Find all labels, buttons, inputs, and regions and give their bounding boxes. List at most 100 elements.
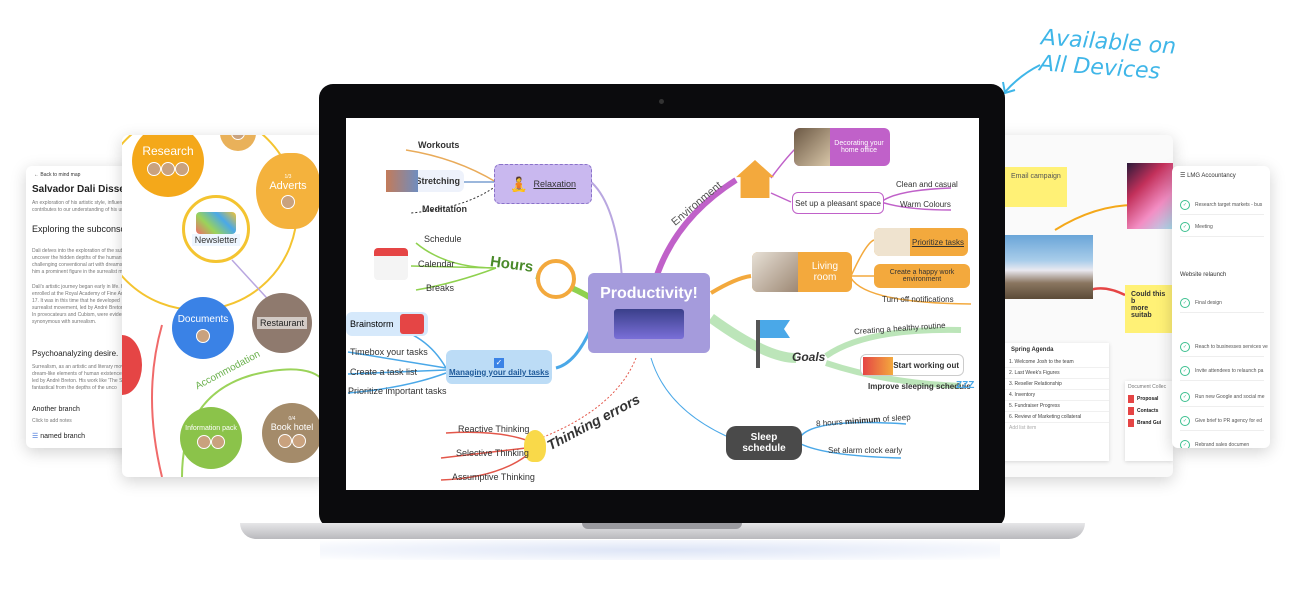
bubble-book-hotel[interactable]: 0/4 Book hotel bbox=[262, 403, 322, 463]
assumptive-node[interactable]: Assumptive Thinking bbox=[452, 472, 535, 482]
avatar bbox=[197, 434, 211, 449]
avatar bbox=[281, 194, 295, 209]
living-room-node[interactable]: Living room bbox=[752, 252, 852, 292]
managing-tasks-node[interactable]: ✓ Managing your daily tasks bbox=[446, 350, 552, 384]
task-item[interactable]: ✓Research target markets - bus bbox=[1180, 196, 1264, 215]
doc-p3d: fantastical from the depths of the unco bbox=[32, 385, 117, 391]
decorating-node[interactable]: Decorating your home office bbox=[794, 128, 890, 166]
pleasant-space-node[interactable]: Set up a pleasant space bbox=[792, 192, 884, 214]
agenda-add[interactable]: Add list item bbox=[1009, 425, 1037, 431]
agenda-item[interactable]: 3. Reseller Relationship bbox=[1003, 379, 1109, 390]
doc-p1d: him a prominent figure in the surrealist… bbox=[32, 269, 131, 275]
zzz-icon: ZZZ bbox=[956, 380, 975, 391]
task-check-icon[interactable]: ✓ bbox=[1180, 392, 1190, 402]
notifications-node[interactable]: Turn off notifications bbox=[882, 295, 954, 304]
stretching-node[interactable]: Stretching bbox=[386, 170, 464, 192]
task-check-icon[interactable]: ✓ bbox=[1180, 298, 1190, 308]
email-campaign-note[interactable]: Email campaign bbox=[1005, 167, 1067, 207]
breaks-node[interactable]: Breaks bbox=[426, 283, 455, 293]
task-item[interactable]: ✓ Final design bbox=[1180, 294, 1264, 313]
meditation-icon: 🧘 bbox=[510, 175, 528, 192]
selective-node[interactable]: Selective Thinking bbox=[456, 448, 529, 458]
sleep-label: Sleep schedule bbox=[742, 432, 786, 454]
bubble-top-small[interactable] bbox=[220, 135, 256, 151]
start-working-node[interactable]: Start working out bbox=[860, 354, 964, 376]
agenda-item[interactable]: 6. Review of Marketing collateral bbox=[1003, 412, 1109, 423]
improve-sleep-node[interactable]: Improve sleeping schedule bbox=[868, 382, 971, 391]
task-check-icon[interactable]: ✓ bbox=[1180, 416, 1190, 426]
section-website-relaunch[interactable]: Website relaunch bbox=[1180, 272, 1227, 278]
task-item[interactable]: ✓Run new Google and social me bbox=[1180, 388, 1265, 407]
clean-node[interactable]: Clean and casual bbox=[896, 180, 958, 189]
doc-intro-2: contributes to our understanding of his … bbox=[32, 207, 134, 213]
agenda-item[interactable]: 2. Last Week's Figures bbox=[1003, 368, 1109, 379]
calendar-node[interactable]: Calendar bbox=[418, 259, 455, 269]
doc-p2e: In provocateurs and Cubism, were evident bbox=[32, 312, 126, 318]
bubble-adverts[interactable]: 1/3 Adverts bbox=[256, 153, 320, 229]
central-label: Productivity! bbox=[600, 285, 698, 302]
warm-node[interactable]: Warm Colours bbox=[900, 200, 951, 209]
doc-title: Salvador Dali Dissert bbox=[32, 184, 133, 195]
bubble-restaurant[interactable]: Restaurant bbox=[252, 293, 312, 353]
agenda-item[interactable]: 5. Fundraiser Progress bbox=[1003, 401, 1109, 412]
info-pack-label: Information pack bbox=[185, 424, 237, 432]
task-check-icon[interactable]: ✓ bbox=[1180, 222, 1190, 232]
reactive-node[interactable]: Reactive Thinking bbox=[458, 424, 530, 434]
task-check-icon[interactable]: ✓ bbox=[1180, 366, 1190, 376]
newsletter-label: Newsletter bbox=[191, 234, 241, 246]
bubble-documents[interactable]: Documents bbox=[172, 297, 234, 359]
task-check-icon[interactable]: ✓ bbox=[1180, 200, 1190, 210]
avatar bbox=[292, 433, 306, 448]
document-item[interactable]: Proposal bbox=[1125, 393, 1173, 405]
book-hotel-label: Book hotel bbox=[270, 421, 314, 432]
prioritize-important-node[interactable]: Prioritize important tasks bbox=[348, 386, 447, 396]
suggestion-note[interactable]: Could this b more suitab bbox=[1125, 285, 1173, 333]
bubble-info-pack[interactable]: Information pack bbox=[180, 407, 242, 469]
avatar bbox=[147, 161, 161, 176]
workouts-node[interactable]: Workouts bbox=[418, 140, 460, 150]
brainstorm-node[interactable]: Brainstorm bbox=[346, 312, 428, 336]
agenda-item[interactable]: 1. Welcome Josh to the team bbox=[1003, 357, 1109, 368]
bubble-research[interactable]: Research bbox=[132, 135, 204, 197]
named-branch[interactable]: ☰ named branch bbox=[32, 432, 85, 440]
back-to-map-link[interactable]: ← Back to mind map bbox=[34, 172, 81, 178]
task-label: Rebrand sales documen bbox=[1195, 442, 1250, 448]
back-label: Back to mind map bbox=[40, 172, 81, 178]
task-check-icon[interactable]: ✓ bbox=[1180, 440, 1190, 448]
happy-env-node[interactable]: Create a happy work environment bbox=[874, 264, 970, 288]
task-item[interactable]: ✓Give brief to PR agency for ed bbox=[1180, 412, 1264, 431]
schedule-node[interactable]: Schedule bbox=[424, 234, 462, 244]
task-item[interactable]: ✓Reach to businesses services ve bbox=[1180, 338, 1268, 357]
meditation-node[interactable]: Meditation bbox=[422, 204, 467, 214]
mountain-image bbox=[1003, 235, 1093, 299]
central-node[interactable]: Productivity! bbox=[588, 273, 710, 353]
living-room-label: Living room bbox=[811, 261, 839, 283]
relaxation-node[interactable]: 🧘 Relaxation bbox=[494, 164, 592, 204]
document-item[interactable]: Brand Gui bbox=[1125, 417, 1173, 429]
restaurant-label: Restaurant bbox=[256, 317, 308, 329]
another-branch[interactable]: Another branch bbox=[32, 406, 80, 413]
flag-icon bbox=[756, 320, 760, 368]
doc-p1b: uncover the hidden depths of the human m… bbox=[32, 255, 129, 261]
goals-node[interactable]: Goals bbox=[792, 350, 826, 364]
decorating-label: Decorating your home office bbox=[834, 140, 884, 154]
task-item[interactable]: ✓Invite attendees to relaunch pa bbox=[1180, 362, 1264, 381]
task-item[interactable]: ✓ Rebrand sales documen bbox=[1180, 436, 1264, 448]
sleep-schedule-node[interactable]: Sleep schedule bbox=[726, 426, 802, 460]
bubble-red-partial[interactable] bbox=[122, 335, 142, 395]
prioritize-tasks-node[interactable]: Prioritize tasks bbox=[874, 228, 968, 256]
create-list-node[interactable]: Create a task list bbox=[350, 367, 418, 377]
task-item[interactable]: ✓Meeting bbox=[1180, 218, 1264, 237]
adverts-count: 1/3 bbox=[284, 173, 292, 180]
alarm-node[interactable]: Set alarm clock early bbox=[828, 446, 903, 455]
timebox-node[interactable]: Timebox your tasks bbox=[350, 347, 428, 357]
task-check-icon[interactable]: ✓ bbox=[1180, 342, 1190, 352]
eight-hours-label: 8 hours bbox=[815, 417, 844, 429]
relaxation-label: Relaxation bbox=[533, 179, 576, 189]
available-banner: Available on All Devices bbox=[1038, 25, 1176, 86]
agenda-item[interactable]: 4. Inventory bbox=[1003, 390, 1109, 401]
task-label: Final design bbox=[1195, 300, 1222, 306]
bubble-newsletter[interactable]: Newsletter bbox=[182, 195, 250, 263]
avatar bbox=[231, 135, 245, 140]
document-item[interactable]: Contacts bbox=[1125, 405, 1173, 417]
